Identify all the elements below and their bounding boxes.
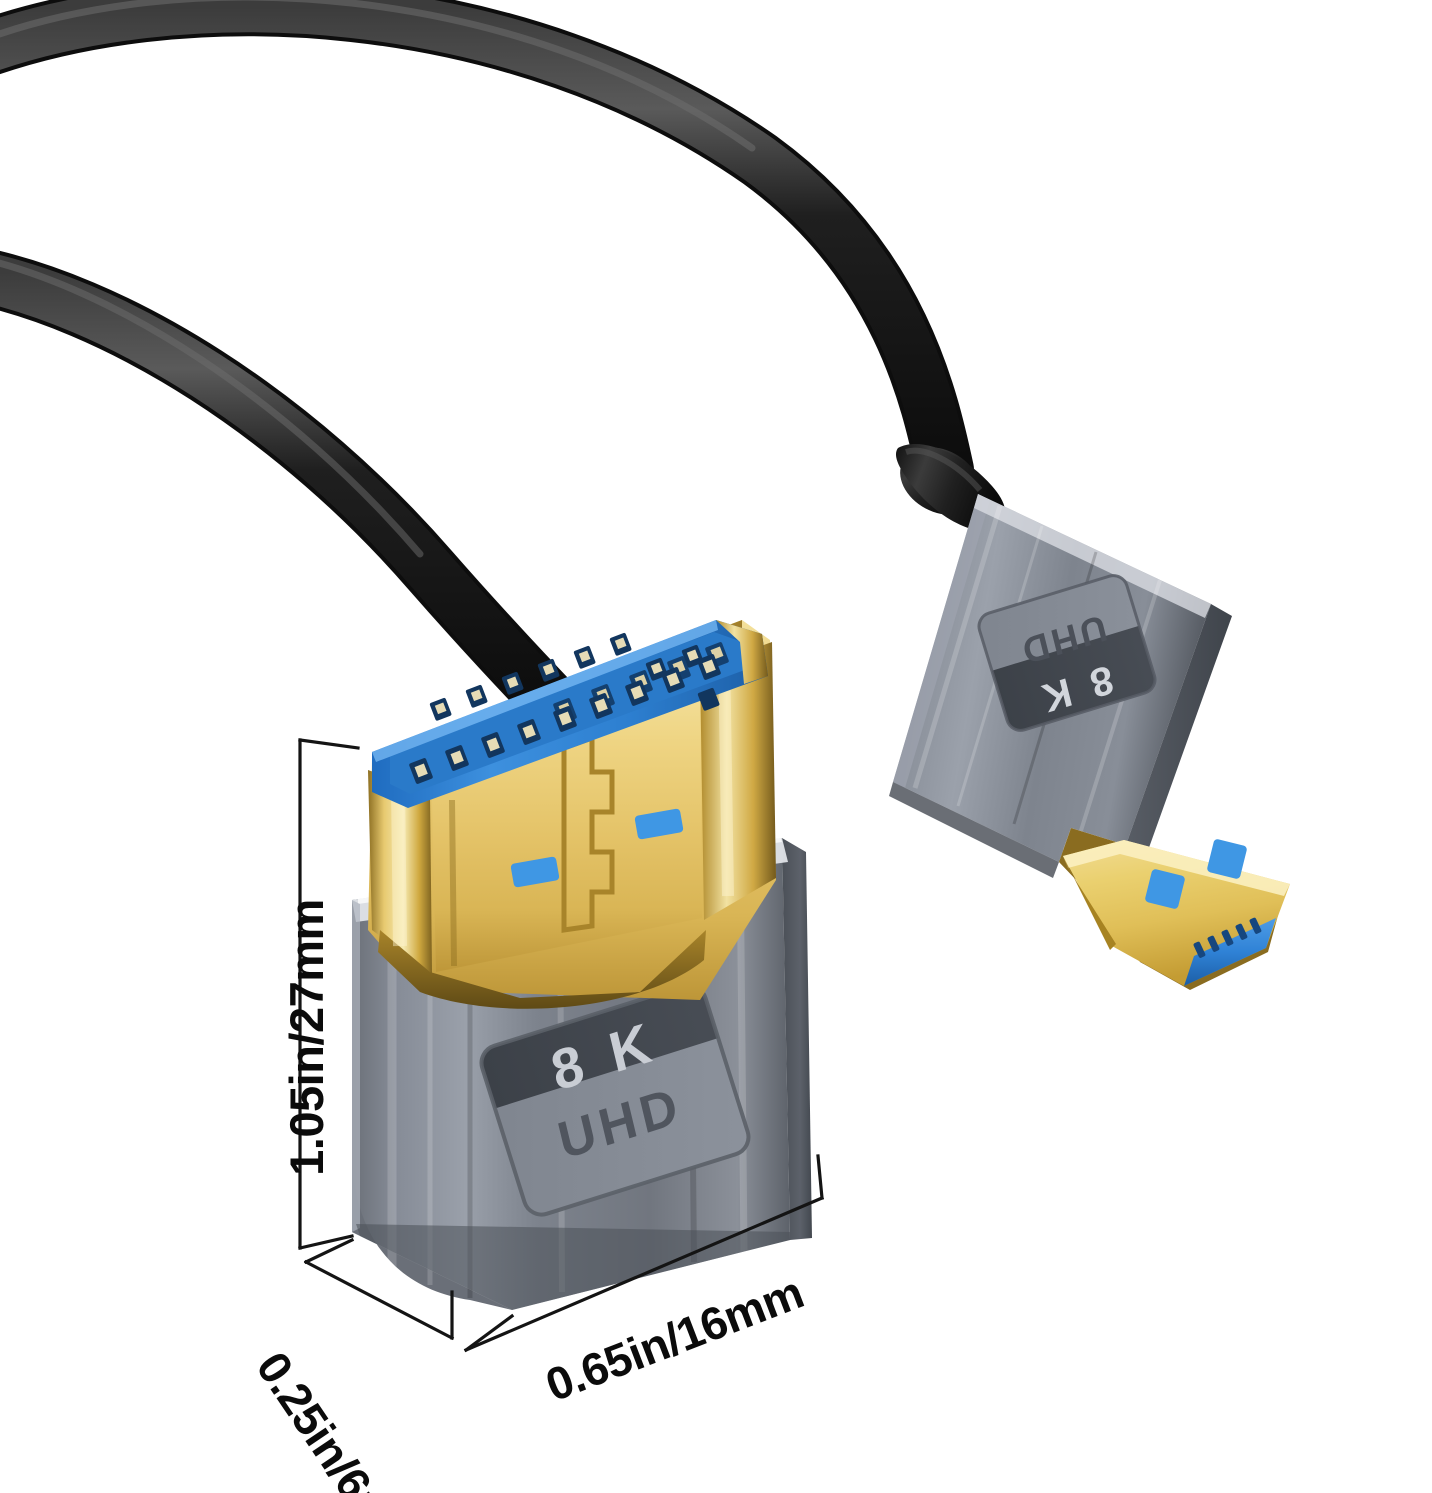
dimension-line-height [298,738,360,1250]
pin-row-front-contacts [414,659,716,778]
cable [0,0,974,741]
dimension-label-height: 1.05in/27mm [279,899,333,1176]
micro-hdmi-male-connector [889,444,1290,990]
pin-row-back-contacts [434,637,699,715]
hdmi-female-connector [352,620,812,1310]
micro-hdmi-plug [1059,828,1290,990]
dimension-line-depth [303,1237,455,1341]
hdmi-port-blue-insert [372,620,768,808]
dimension-line-width [463,1154,825,1353]
dimension-lines [298,738,825,1353]
